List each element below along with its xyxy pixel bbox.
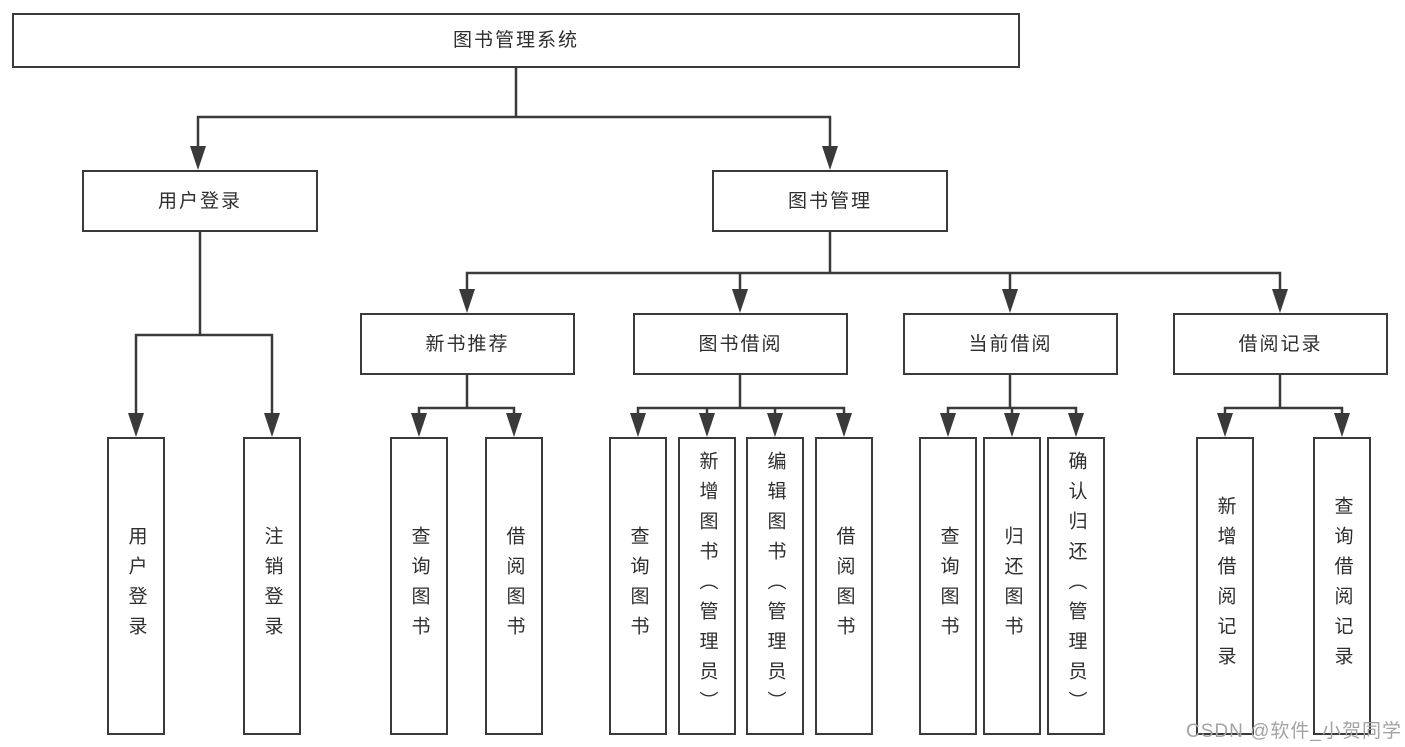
connector-current-borrow [946, 372, 1078, 417]
leaf-query-books-current: 查询图书 [919, 437, 977, 735]
arrowhead [411, 413, 427, 437]
leaf-add-books-admin: 新增图书（管理员） [678, 437, 736, 735]
leaf-confirm-return-admin: 确认归还（管理员） [1047, 437, 1105, 735]
node-user-login: 用户登录 [82, 170, 318, 232]
leaf-label: 查询借阅记录 [1331, 496, 1353, 676]
arrowhead [1004, 413, 1020, 437]
arrowhead [1334, 413, 1350, 437]
connector-book-management [465, 229, 1282, 293]
arrowhead [767, 413, 783, 437]
leaf-label: 编辑图书（管理员） [764, 451, 786, 721]
leaf-label: 借阅图书 [833, 526, 855, 646]
connector-book-borrow [636, 372, 846, 417]
arrowhead [940, 413, 956, 437]
leaf-label: 确认归还（管理员） [1065, 451, 1087, 721]
arrowhead [1002, 289, 1018, 313]
arrowhead [1272, 289, 1288, 313]
leaf-user-login: 用户登录 [107, 437, 165, 735]
leaf-label: 新增图书（管理员） [696, 451, 718, 721]
leaf-label: 借阅图书 [503, 526, 525, 646]
arrowhead [264, 413, 280, 437]
leaf-borrow-books: 借阅图书 [815, 437, 873, 735]
leaf-label: 用户登录 [125, 526, 147, 646]
connector-user-login [134, 229, 274, 417]
leaf-borrow-books-recommend: 借阅图书 [485, 437, 543, 735]
node-borrow-records: 借阅记录 [1173, 313, 1388, 375]
leaf-label: 查询图书 [627, 526, 649, 646]
connector-new-book [417, 372, 516, 417]
node-current-borrow: 当前借阅 [903, 313, 1118, 375]
leaf-edit-books-admin: 编辑图书（管理员） [746, 437, 804, 735]
leaf-label: 新增借阅记录 [1214, 496, 1236, 676]
node-book-borrow: 图书借阅 [633, 313, 848, 375]
arrowhead [128, 413, 144, 437]
arrowhead [836, 413, 852, 437]
arrowhead [732, 289, 748, 313]
arrowhead [459, 289, 475, 313]
leaf-return-books: 归还图书 [983, 437, 1041, 735]
leaf-label: 注销登录 [261, 526, 283, 646]
leaf-label: 查询图书 [937, 526, 959, 646]
leaf-label: 归还图书 [1001, 526, 1023, 646]
connector-root [196, 64, 832, 150]
node-root-library-system: 图书管理系统 [12, 13, 1020, 68]
leaf-query-borrow-record: 查询借阅记录 [1313, 437, 1371, 735]
leaf-label: 查询图书 [408, 526, 430, 646]
leaf-query-books-recommend: 查询图书 [390, 437, 448, 735]
arrowhead [190, 146, 206, 170]
node-book-management: 图书管理 [712, 170, 948, 232]
connector-borrow-records [1223, 372, 1344, 417]
arrowhead [822, 146, 838, 170]
arrowhead [1217, 413, 1233, 437]
leaf-logout: 注销登录 [243, 437, 301, 735]
arrowhead [506, 413, 522, 437]
csdn-watermark: CSDN @软件_小贺同学 [1186, 721, 1402, 742]
arrowhead [699, 413, 715, 437]
arrowhead [630, 413, 646, 437]
arrowhead [1068, 413, 1084, 437]
leaf-query-books-borrow: 查询图书 [609, 437, 667, 735]
leaf-add-borrow-record: 新增借阅记录 [1196, 437, 1254, 735]
node-new-book-recommend: 新书推荐 [360, 313, 575, 375]
